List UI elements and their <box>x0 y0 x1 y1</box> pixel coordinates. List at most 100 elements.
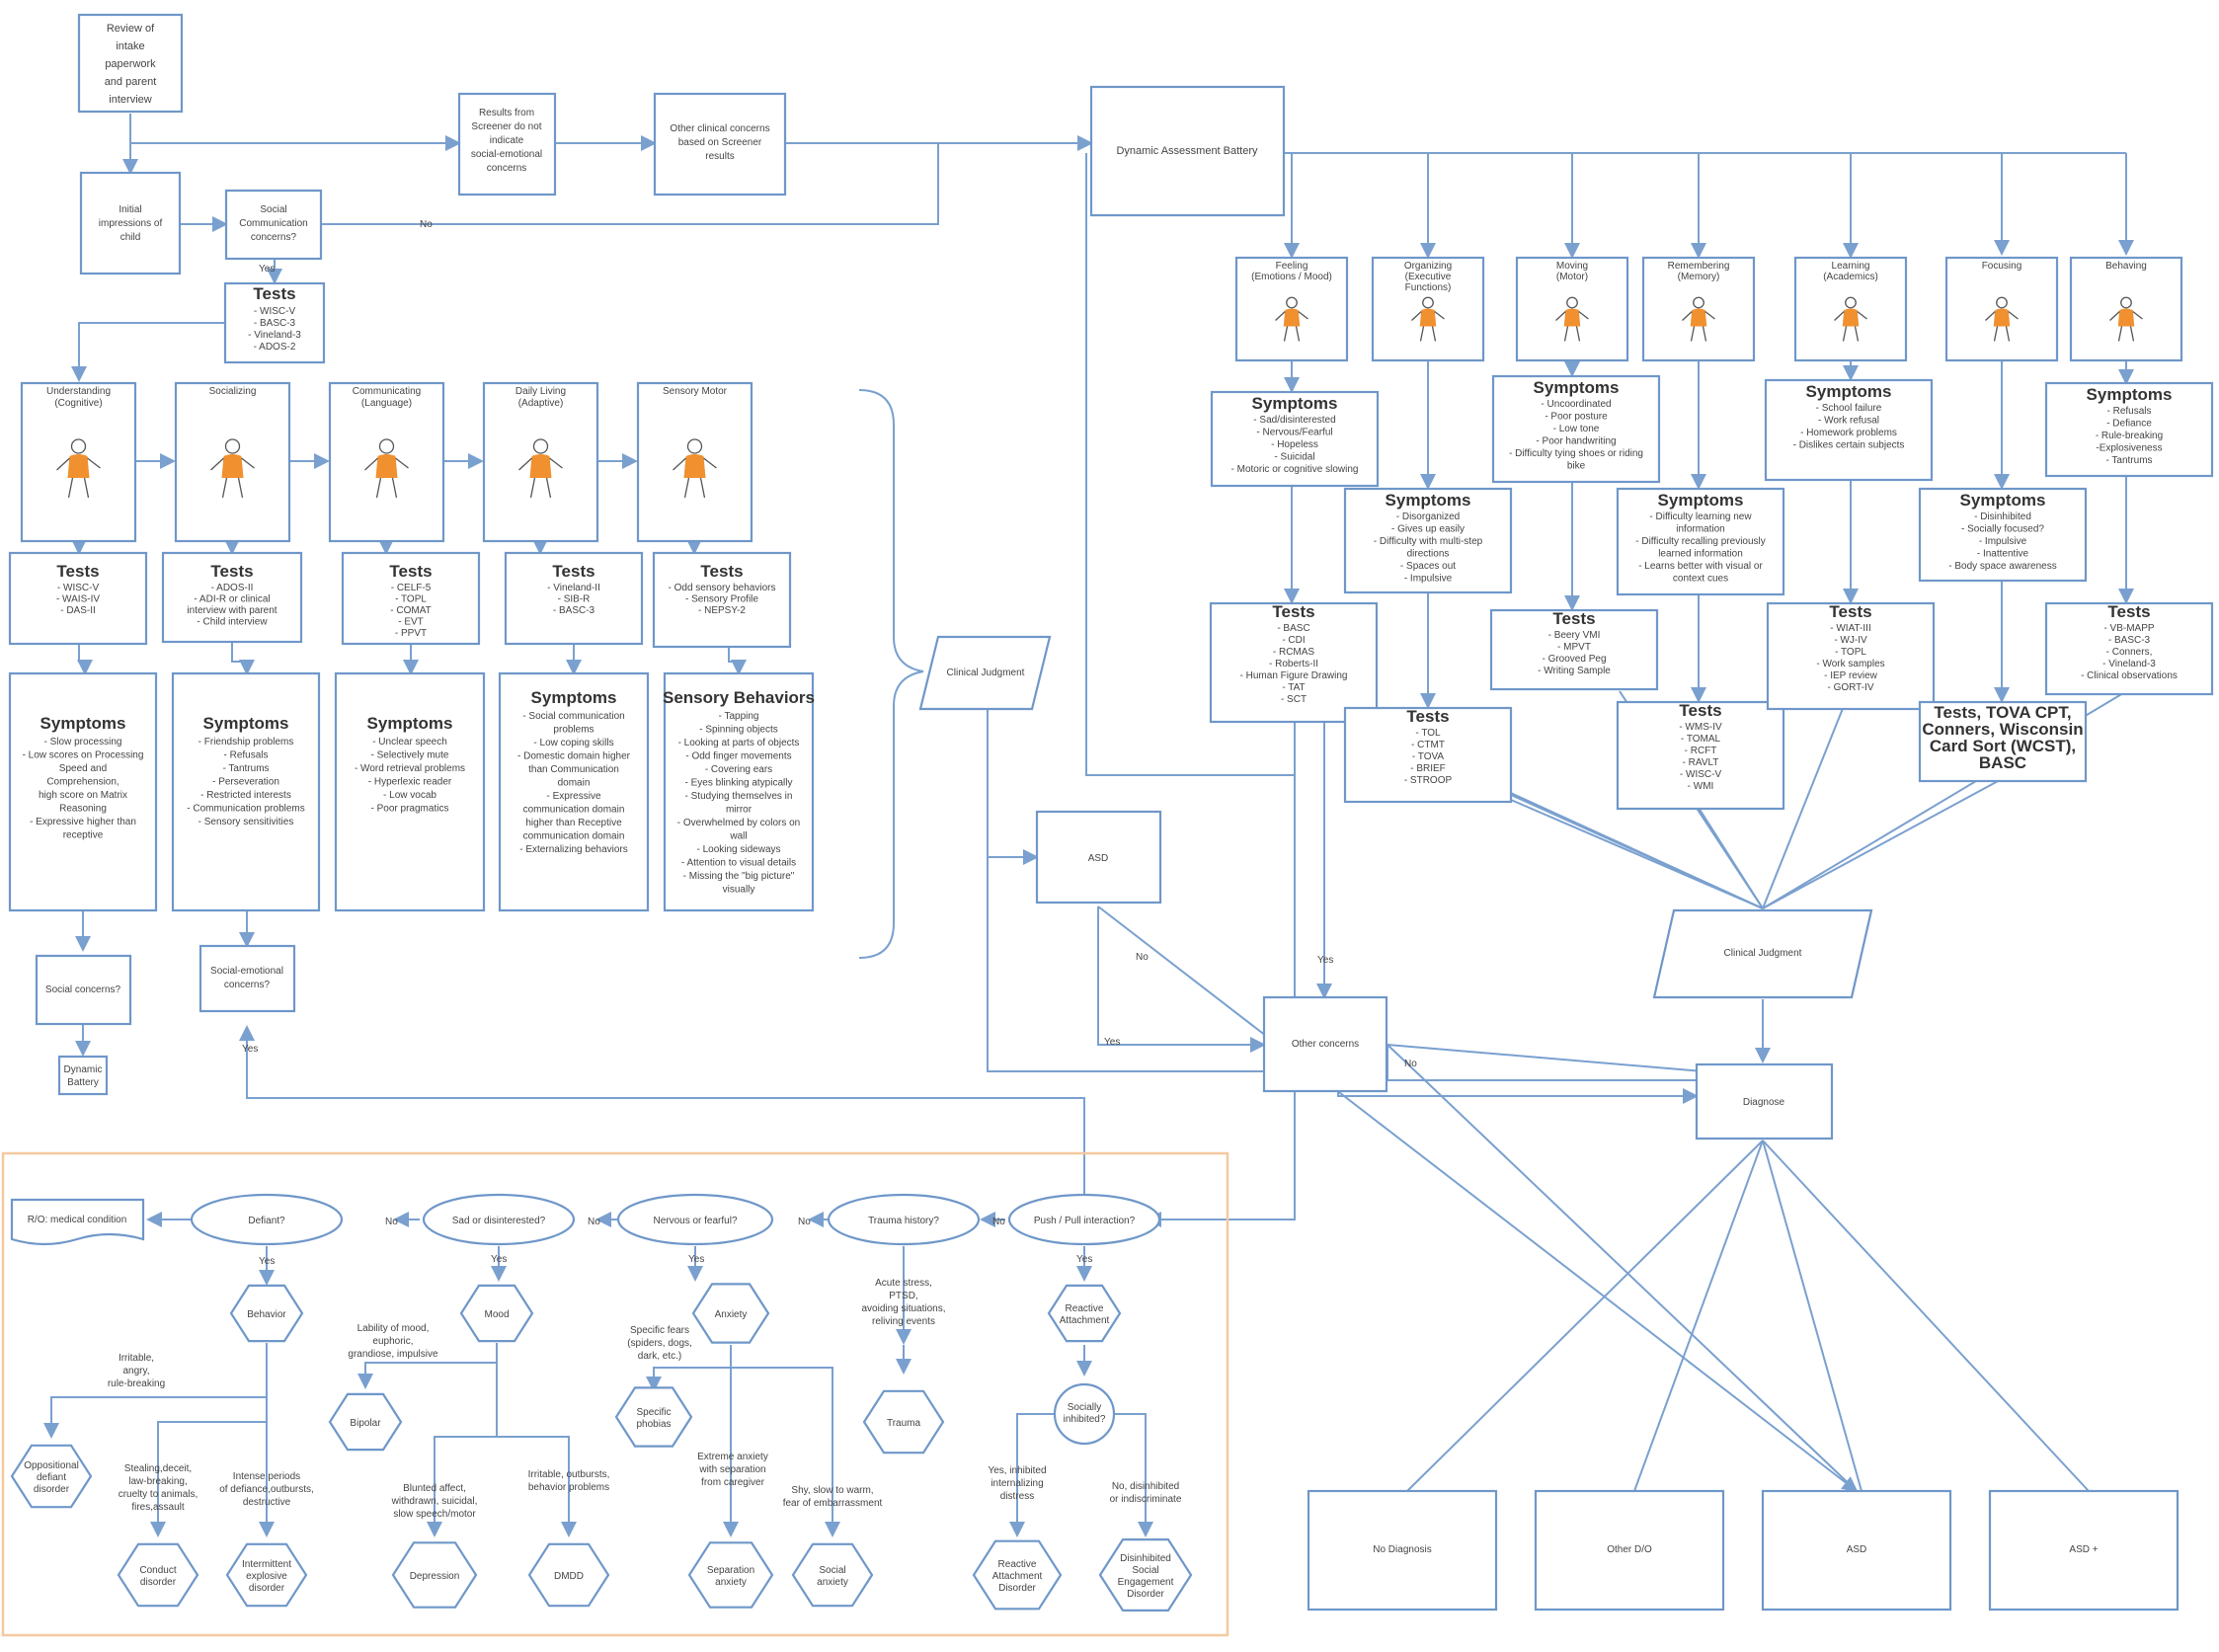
left-symptoms-item: - Refusals <box>223 750 268 761</box>
right-domain-title: Organizing <box>1404 261 1452 272</box>
clinical-judgment-right-label: Clinical Judgment <box>1724 948 1802 959</box>
label-yes: Yes <box>1104 1037 1120 1048</box>
left-symptoms-item: - Looking at parts of objects <box>678 738 800 748</box>
right-tests-title: Tests <box>1552 609 1595 628</box>
separation-anxiety-node-label: anxiety <box>715 1577 747 1588</box>
right-symptoms-item: - Sad/disinterested <box>1253 415 1335 426</box>
right-domain-title: (Motor) <box>1556 272 1588 282</box>
left-symptoms-item: visually <box>723 885 755 896</box>
other-concerns-box <box>1262 995 1388 1093</box>
screening-tests-item: - ADOS-2 <box>254 342 296 353</box>
right-symptoms-box <box>1616 487 1785 596</box>
left-tests-item: - NEPSY-2 <box>698 605 746 616</box>
screener-line: Results from <box>479 108 534 118</box>
left-symptoms-item: - Eyes blinking atypically <box>685 778 793 789</box>
left-domain-title: Daily Living <box>515 386 566 397</box>
label-no: No <box>1136 952 1149 963</box>
left-symptoms-item: high score on Matrix <box>39 790 127 801</box>
behavior-node-label: Behavior <box>247 1309 286 1320</box>
trauma-history-decision <box>827 1193 981 1246</box>
right-tests-item: - RCFT <box>1685 746 1717 756</box>
right-symptoms-item: - Difficulty recalling previously <box>1635 536 1766 547</box>
intense-note: of defiance,outbursts, <box>219 1484 314 1495</box>
label-no: No <box>798 1217 811 1227</box>
left-symptoms-item: - Tantrums <box>222 763 269 774</box>
ied-node-label: disorder <box>249 1583 285 1594</box>
right-symptoms-box <box>1764 378 1934 482</box>
left-symptoms-item: domain <box>558 778 591 789</box>
dmdd-node <box>527 1542 610 1608</box>
right-domain-title: (Executive <box>1405 272 1452 282</box>
initial-line: impressions of <box>99 218 163 229</box>
right-tests-item: - TOPL <box>1835 647 1866 658</box>
stealing-note: cruelty to animals, <box>119 1489 198 1500</box>
right-tests-item: - BASC-3 <box>2108 635 2151 646</box>
conduct-disorder-node-label: Conduct <box>139 1565 176 1576</box>
ied-node <box>225 1542 308 1608</box>
figure-illustration <box>364 438 409 499</box>
left-domain-group: Communicating(Language)Tests- CELF-5- TO… <box>328 381 486 912</box>
left-domain-title: Sensory Motor <box>663 386 728 397</box>
trauma-node <box>862 1389 945 1455</box>
right-tests-item: - MPVT <box>1557 642 1591 653</box>
right-tests-title: Tests <box>1679 701 1721 720</box>
outcome-box <box>1307 1489 1498 1612</box>
left-tests-item: - CELF-5 <box>391 583 432 593</box>
irritable-note: rule-breaking <box>108 1378 165 1389</box>
right-domain-group: Learning(Academics)Symptoms- School fail… <box>1764 256 1936 711</box>
screener-line: indicate <box>490 135 524 146</box>
right-tests-item: - TAT <box>1282 682 1305 693</box>
right-symptoms-item: bike <box>1567 461 1586 472</box>
left-symptoms-item: communication domain <box>523 831 625 842</box>
left-symptoms-title: Symptoms <box>40 714 126 733</box>
socially-inhibited-label: Socially <box>1068 1402 1101 1413</box>
depression-node-label: Depression <box>410 1571 460 1582</box>
right-tests-box <box>1766 601 1936 711</box>
left-domain-title: (Adaptive) <box>518 398 564 409</box>
right-tests-title: Tests <box>1272 602 1314 621</box>
right-tests-item: - STROOP <box>1404 775 1453 786</box>
right-symptoms-title: Symptoms <box>1658 491 1744 510</box>
behavior-node <box>229 1284 304 1343</box>
right-tests-item: - GORT-IV <box>1827 682 1873 693</box>
right-domain-columns: Feeling(Emotions / Mood)Symptoms- Sad/di… <box>1209 256 2214 811</box>
right-symptoms-item: - Rule-breaking <box>2096 431 2163 441</box>
specific-fears-note: Specific fears <box>630 1325 689 1336</box>
stealing-note: law-breaking, <box>128 1476 187 1487</box>
rad-node <box>972 1539 1063 1611</box>
right-domain-title: (Memory) <box>1678 272 1720 282</box>
left-domain-title: (Language) <box>361 398 412 409</box>
social-comm-line: Communication <box>239 218 307 229</box>
right-symptoms-item: - Low tone <box>1553 424 1600 434</box>
left-domain-title: Socializing <box>209 386 257 397</box>
sad-decision-label: Sad or disinterested? <box>452 1216 546 1226</box>
bipolar-node <box>328 1392 403 1452</box>
right-domain-title: Feeling <box>1276 261 1308 272</box>
left-domain-group: Understanding(Cognitive)Tests- WISC-V- W… <box>8 381 158 912</box>
right-tests-item: - TOVA <box>1412 751 1445 762</box>
left-tests-item: - TOPL <box>395 594 427 605</box>
dynamic-assessment-battery-box <box>1089 85 1286 217</box>
right-symptoms-title: Symptoms <box>1386 491 1471 510</box>
left-tests-item: - WAIS-IV <box>56 594 100 605</box>
trauma-node-label: Trauma <box>887 1418 921 1429</box>
right-symptoms-box <box>2044 381 2214 478</box>
right-symptoms-title: Symptoms <box>1806 382 1892 401</box>
label-no: No <box>420 219 433 230</box>
depression-node <box>391 1541 478 1609</box>
right-domain-title: Remembering <box>1668 261 1730 272</box>
irritable-outbursts-note: behavior problems <box>528 1482 609 1493</box>
initial-line: child <box>120 232 141 243</box>
left-symptoms-box <box>8 671 158 912</box>
screening-tests-title: Tests <box>253 284 295 303</box>
right-symptoms-item: - Difficulty tying shoes or riding <box>1509 448 1643 459</box>
left-symptoms-item: - Sensory sensitivities <box>198 817 294 827</box>
outcome-box <box>1534 1489 1725 1612</box>
right-tests-item: - TOMAL <box>1681 734 1721 745</box>
odd-node-label: Oppositional <box>24 1460 79 1471</box>
left-tests-item: - Odd sensory behaviors <box>669 583 776 593</box>
anxiety-node <box>691 1283 770 1344</box>
right-symptoms-item: - Work refusal <box>1818 416 1879 427</box>
